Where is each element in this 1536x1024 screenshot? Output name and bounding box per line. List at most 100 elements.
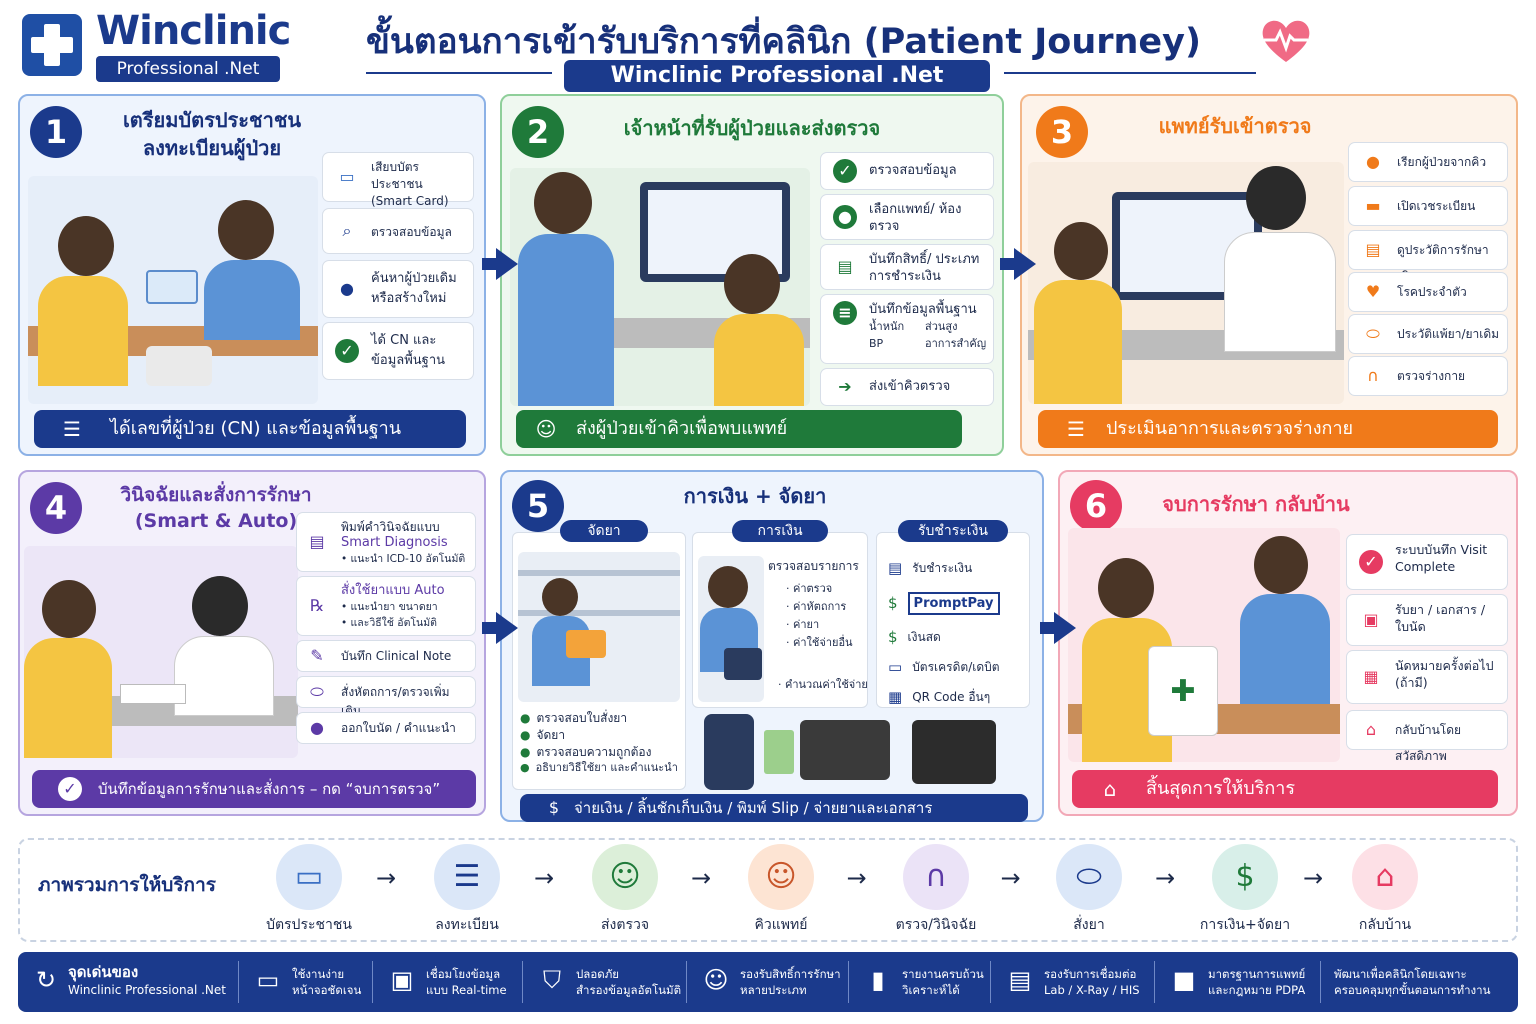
heart-icon: ♥ [1365,282,1381,301]
medicine-bag-icon: ✚ [1148,646,1218,736]
billing-calc-label: · คำนวณค่าใช้จ่าย [778,678,868,691]
step4-item: ℞ สั่งใช้ยาแบบ Auto • แนะนำยา ขนาดยา • แ… [296,576,476,636]
overview-arrow-icon: → [376,864,397,892]
step1-number: 1 [30,106,82,158]
cashier-head [708,566,748,608]
flow-arrow-4-5 [482,612,518,644]
step1-item: ●ค้นหาผู้ป่วยเดิม หรือสร้างใหม่ [322,260,474,318]
patient-head [42,580,96,638]
list-item: · ค่ายา [786,618,820,631]
list-item: ●ตรวจสอบใบสั่งยา [520,711,628,725]
calendar-icon: ▦ [1363,667,1379,686]
step4-item: ✎บันทึก Clinical Note [296,640,476,672]
step5-title: การเงิน + จัดยา [683,484,827,508]
footer-divider [1320,961,1321,1003]
patient-head [724,254,780,314]
list-item: ●จัดยา [520,728,566,742]
qr-code-icon: ▦ [888,687,903,706]
promptpay-logo: PromptPay [907,591,1000,615]
user-icon: ● [340,279,354,298]
id-card-image [146,270,198,304]
doctor-queue-icon: ☺ [748,844,814,910]
step6-item: ▣รับยา / เอกสาร / ใบนัด [1346,594,1508,646]
medicine-box [566,630,606,658]
bandage-icon: ⬭ [310,682,324,701]
list-item: · ค่าตรวจ [786,582,833,595]
step5-result-bar: $จ่ายเงิน / ลิ้นชักเก็บเงิน / พิมพ์ Slip… [520,794,1028,822]
step4-title: วินิจฉัยและสั่งการรักษา (Smart & Auto) [96,482,336,534]
stethoscope-icon: ∩ [1367,366,1379,385]
staff-body [518,234,614,406]
list-item: ●ตรวจสอบความถูกต้อง [520,745,652,759]
list-item: · ค่าหัตถการ [786,600,847,613]
step3-title: แพทย์รับเข้าตรวจ [1158,114,1312,138]
step4-item: ⬭สั่งหัตถการ/ตรวจเพิ่มเติม [296,676,476,718]
footer-divider [848,961,849,1003]
step3-item: ▤ดูประวัติการรักษาเดิม [1348,230,1508,283]
staff-body [1240,594,1330,704]
home-icon: ⌂ [1365,720,1377,739]
billing-header: การเงิน [732,520,828,542]
step1-result-bar: ☰ได้เลขที่ผู้ป่วย (CN) และข้อมูลพื้นฐาน [34,410,466,448]
overview-arrow-icon: → [1155,864,1176,892]
cashier-illustration [698,556,764,702]
step3-illustration [1028,162,1344,404]
pos-terminal [724,648,762,680]
id-card-icon: ▭ [339,167,355,186]
payment-card-icon: ▤ [837,257,853,276]
note-icon: ✎ [310,646,324,665]
pill-icon: ⬭ [1366,324,1380,343]
brand-name: Winclinic [96,8,291,54]
step2-item: ➔ส่งเข้าคิวตรวจ [820,368,994,406]
step3-item: ∩ตรวจร่างกาย [1348,356,1508,396]
patient-body [38,276,128,386]
shelf [518,570,680,576]
doctor-body [1224,232,1336,352]
overview-arrow-icon: → [1303,864,1324,892]
step4-item: ●ออกใบนัด / คำแนะนำ [296,712,476,744]
footer-divider [990,961,991,1003]
doctor-icon: ☺ [592,844,658,910]
step2-result-bar: ☺ส่งผู้ป่วยเข้าคิวเพื่อพบแพทย์ [516,410,962,448]
step3-item: ●เรียกผู้ป่วยจากคิว [1348,142,1508,182]
receipt-icon: ▤ [888,558,903,577]
footer-lead: จุดเด่นของ Winclinic Professional .Net [68,963,226,997]
title-divider-right [1004,72,1256,74]
id-card-icon: ▭ [276,844,342,910]
cash-icon: $ [888,627,898,646]
staff-head [534,172,592,234]
step1-item: ▭เสียบบัตรประชาชน (Smart Card) [322,152,474,208]
computer-sync-icon: ▣ [390,966,414,994]
medicine-bag-icon: ▣ [1363,610,1379,629]
shield-check-icon: ⛉ [543,966,561,994]
check-icon: ● [520,728,531,742]
doctor-head [1246,166,1306,230]
staff-head [1254,536,1308,594]
patient-head [1098,558,1154,618]
overview-step-label: ตรวจ/วินิจฉัย [895,917,977,933]
payment-header: รับชำระเงิน [898,520,1008,542]
check-icon: ● [520,761,530,774]
overview-step-label: คิวแพทย์ [754,917,808,933]
flow-arrow-5-6 [1040,612,1076,644]
home-icon: ⌂ [1352,844,1418,910]
pill-icon: ⬭ [1056,844,1122,910]
document-icon: ▤ [1365,240,1381,259]
step1-title-line2: ลงทะเบียนผู้ป่วย [142,136,282,160]
footer-feature: รองรับสิทธิ์การรักษาหลายประเภท [740,967,841,997]
money-bag-icon: $ [1212,844,1278,910]
bar-chart-icon: ▮ [871,966,885,994]
payment-method: ▭บัตรเครดิต/เดบิต [888,657,1000,676]
step1-item: ✓ได้ CN และข้อมูลพื้นฐาน [322,322,474,380]
list-icon: ≡ [833,301,857,325]
footer-divider [372,961,373,1003]
step3-item: ♥โรคประจำตัว [1348,272,1508,312]
credit-card-icon: ▭ [888,657,903,676]
notepad-image [120,684,186,704]
step2-item: ▤บันทึกสิทธิ์/ ประเภทการชำระเงิน [820,244,994,290]
payment-section [876,532,1030,708]
doctor-icon: ● [833,205,857,229]
footer-bar [18,952,1518,1012]
